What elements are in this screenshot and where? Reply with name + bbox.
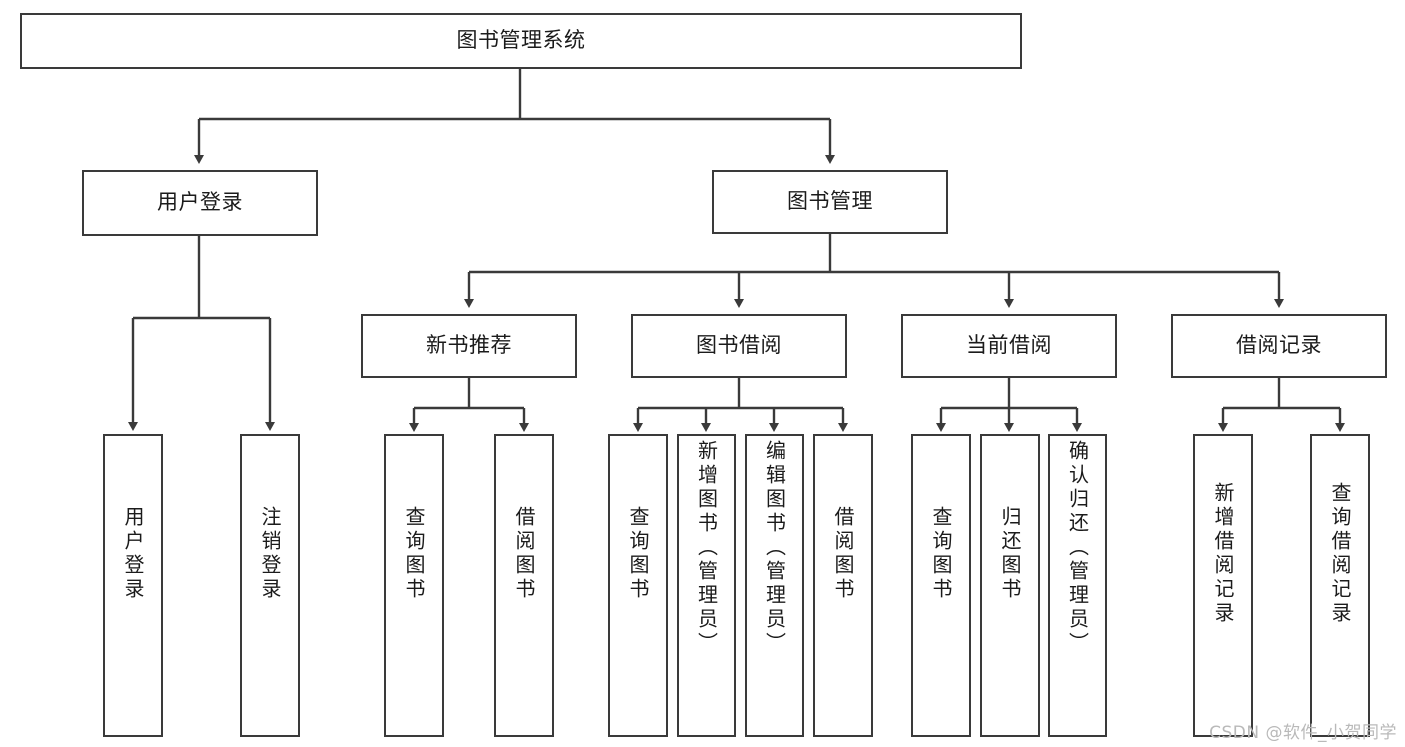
node-book-borrow[interactable]: 图书借阅 — [631, 314, 847, 378]
leaf-confirm-return-label: 确认归还（管理员） — [1065, 440, 1090, 656]
node-borrow-record-label: 借阅记录 — [1236, 333, 1322, 358]
leaf-query-record-label: 查询借阅记录 — [1328, 482, 1352, 626]
leaf-query-book-2[interactable]: 查询图书 — [608, 434, 668, 737]
leaf-user-login-label: 用户登录 — [121, 506, 145, 602]
leaf-borrow-book-2[interactable]: 借阅图书 — [813, 434, 873, 737]
leaf-confirm-return[interactable]: 确认归还（管理员） — [1048, 434, 1107, 737]
leaf-borrow-book-2-label: 借阅图书 — [831, 506, 855, 602]
leaf-query-book-3[interactable]: 查询图书 — [911, 434, 971, 737]
node-root-label: 图书管理系统 — [456, 28, 586, 53]
leaf-query-record[interactable]: 查询借阅记录 — [1310, 434, 1370, 737]
leaf-return-book[interactable]: 归还图书 — [980, 434, 1040, 737]
node-borrow-record[interactable]: 借阅记录 — [1171, 314, 1387, 378]
leaf-add-record-label: 新增借阅记录 — [1211, 482, 1235, 626]
leaf-query-book-3-label: 查询图书 — [929, 506, 953, 602]
leaf-add-book[interactable]: 新增图书（管理员） — [677, 434, 736, 737]
node-book-borrow-label: 图书借阅 — [696, 333, 782, 358]
node-current-borrow-label: 当前借阅 — [966, 333, 1052, 358]
node-book-management[interactable]: 图书管理 — [712, 170, 948, 234]
leaf-logout-login-label: 注销登录 — [258, 506, 282, 602]
leaf-logout-login[interactable]: 注销登录 — [240, 434, 300, 737]
leaf-query-book-2-label: 查询图书 — [626, 506, 650, 602]
node-root[interactable]: 图书管理系统 — [20, 13, 1022, 69]
leaf-user-login[interactable]: 用户登录 — [103, 434, 163, 737]
leaf-return-book-label: 归还图书 — [998, 506, 1022, 602]
node-new-book-recommend[interactable]: 新书推荐 — [361, 314, 577, 378]
leaf-add-record[interactable]: 新增借阅记录 — [1193, 434, 1253, 737]
leaf-edit-book[interactable]: 编辑图书（管理员） — [745, 434, 804, 737]
node-book-management-label: 图书管理 — [787, 189, 873, 214]
node-user-login-label: 用户登录 — [157, 190, 243, 215]
node-user-login[interactable]: 用户登录 — [82, 170, 318, 236]
leaf-borrow-book-1[interactable]: 借阅图书 — [494, 434, 554, 737]
node-new-book-recommend-label: 新书推荐 — [426, 333, 512, 358]
leaf-query-book-1-label: 查询图书 — [402, 506, 426, 602]
watermark-text: CSDN @软件_小贺同学 — [1209, 723, 1397, 743]
node-current-borrow[interactable]: 当前借阅 — [901, 314, 1117, 378]
leaf-borrow-book-1-label: 借阅图书 — [512, 506, 536, 602]
leaf-add-book-label: 新增图书（管理员） — [694, 440, 719, 656]
leaf-edit-book-label: 编辑图书（管理员） — [762, 440, 787, 656]
leaf-query-book-1[interactable]: 查询图书 — [384, 434, 444, 737]
